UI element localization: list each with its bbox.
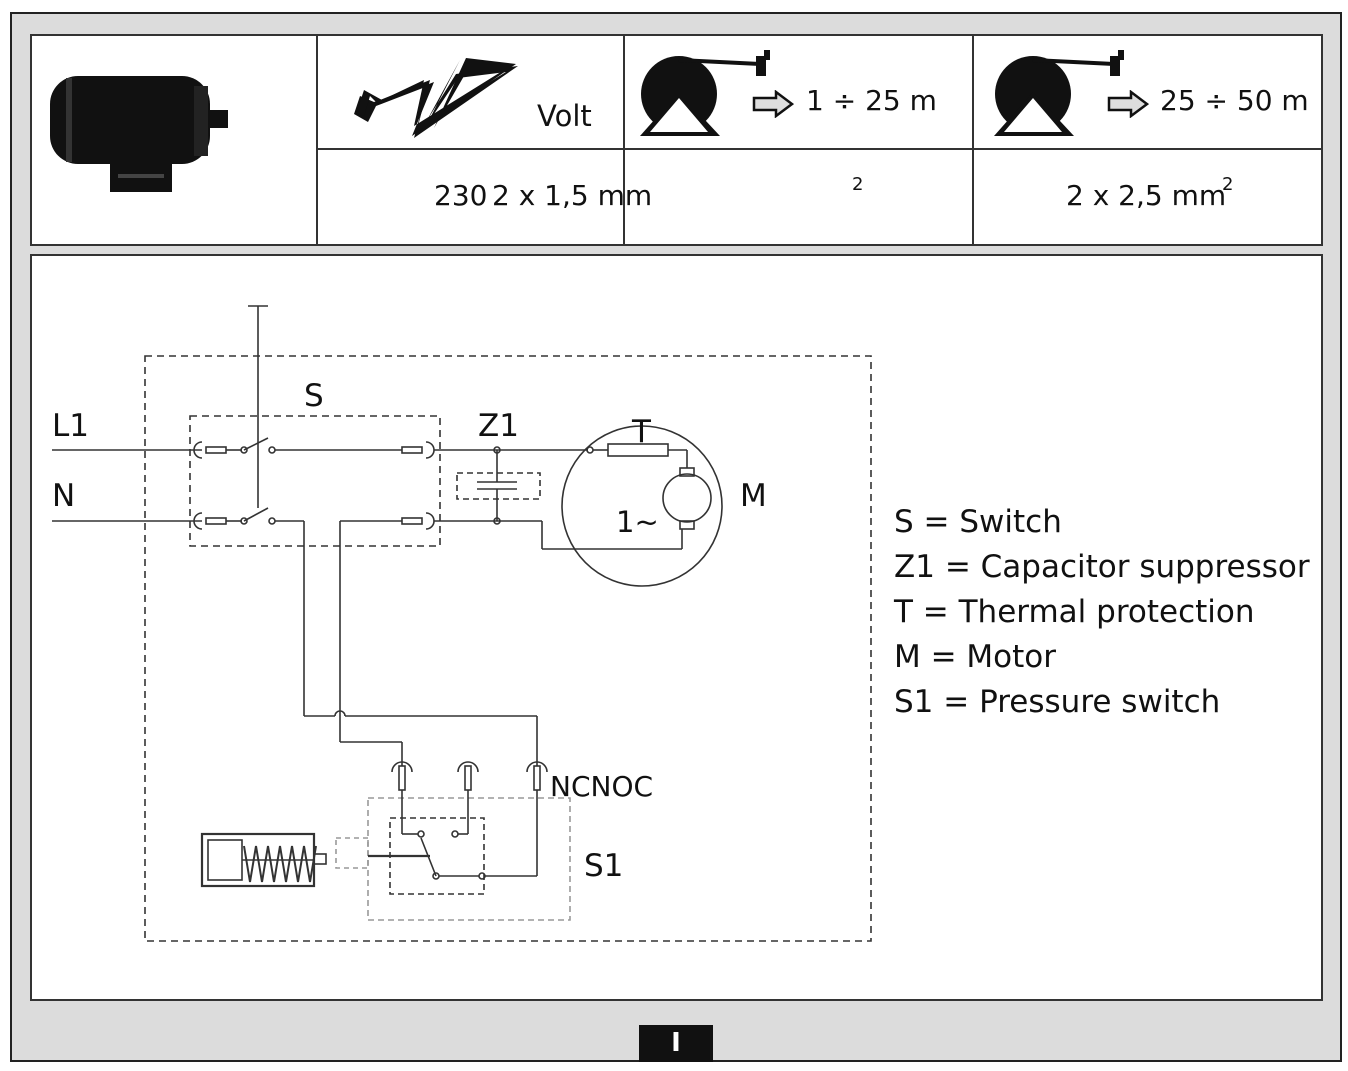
- page-tab[interactable]: I: [639, 1025, 713, 1062]
- lightning-voltage-icon: [354, 58, 518, 138]
- arrow-right-icon: [1107, 90, 1149, 118]
- label-s1: S1: [584, 848, 623, 884]
- cable-reel-icon: [994, 50, 1124, 136]
- range-long-label: 25 ÷ 50 m: [1160, 84, 1309, 117]
- arrow-right-icon: [752, 90, 794, 118]
- label-phase: 1~: [616, 505, 659, 539]
- voltage-value: 230: [434, 179, 488, 212]
- voltage-label: Volt: [537, 99, 592, 133]
- legend-item: S = Switch: [894, 504, 1062, 540]
- spec-table: Volt 1 ÷ 25 m 25 ÷ 50 m 230 2 x 1,5 mm 2…: [30, 34, 1323, 246]
- legend-item: Z1 = Capacitor suppressor: [894, 549, 1310, 585]
- wiring-diagram: L1 N S Z1 T M 1~ NCNOC S1: [52, 305, 872, 942]
- cable-long-superscript: 2: [1222, 174, 1234, 195]
- diagram-legend: S = Switch Z1 = Capacitor suppressor T =…: [894, 504, 1310, 729]
- label-s: S: [304, 378, 324, 414]
- label-m: M: [740, 478, 767, 514]
- cable-long-value: 2 x 2,5 mm: [1066, 179, 1227, 212]
- label-n: N: [52, 478, 75, 514]
- label-z1: Z1: [478, 408, 519, 444]
- legend-item: S1 = Pressure switch: [894, 684, 1221, 720]
- legend-item: T = Thermal protection: [894, 594, 1255, 630]
- cable-reel-icon: [640, 50, 770, 136]
- label-contacts: NCNOC: [550, 770, 653, 803]
- electric-motor-icon: [50, 76, 228, 192]
- cable-short-superscript: 2: [852, 174, 864, 195]
- label-l1: L1: [52, 408, 89, 444]
- label-t: T: [631, 414, 652, 450]
- wiring-diagram-panel: L1 N S Z1 T M 1~ NCNOC S1: [30, 254, 1323, 1001]
- range-short-label: 1 ÷ 25 m: [806, 84, 937, 117]
- cable-short-value: 2 x 1,5 mm: [492, 179, 653, 212]
- legend-item: M = Motor: [894, 639, 1057, 675]
